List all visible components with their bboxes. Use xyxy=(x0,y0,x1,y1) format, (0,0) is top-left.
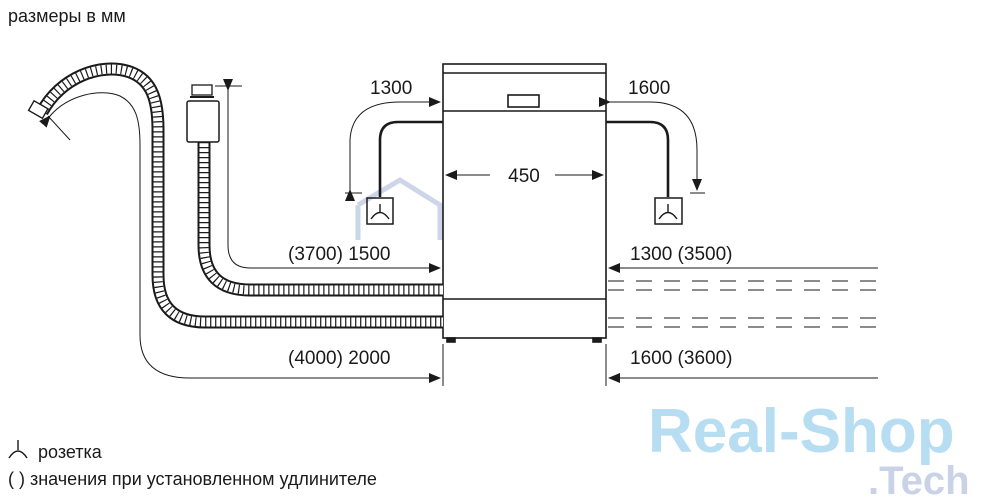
foot xyxy=(446,337,456,343)
dishwasher-front xyxy=(442,63,607,343)
dim-arrow-left-cord xyxy=(345,97,441,201)
dim-left-cord: 1300 xyxy=(370,78,412,99)
aquastop-valve xyxy=(186,100,220,143)
dim-drain-left: (4000) 2000 xyxy=(288,348,390,369)
hose-extension-dashed xyxy=(608,280,878,328)
watermark-text: Real-Shop xyxy=(648,397,955,466)
dim-width: 450 xyxy=(508,166,540,187)
foot xyxy=(592,337,602,343)
legend-extension: ( ) значения при установленном удлинител… xyxy=(8,469,377,489)
dim-inlet-left: (3700) 1500 xyxy=(288,244,390,265)
power-cord-right xyxy=(606,120,683,225)
dim-inlet-right: 1300 (3500) xyxy=(630,244,732,265)
display-panel xyxy=(507,94,540,108)
legend-socket: розетка xyxy=(38,442,102,462)
dim-arrow-inlet-left xyxy=(223,79,441,273)
socket-symbol-icon xyxy=(8,440,28,459)
watermark-text-2: .Tech xyxy=(868,459,970,500)
units-caption: размеры в мм xyxy=(8,6,126,26)
dim-arrow-drain-left xyxy=(39,92,441,383)
dim-right-cord: 1600 xyxy=(628,78,670,99)
watermark: Real-Shop .Tech xyxy=(355,177,970,500)
dim-drain-right: 1600 (3600) xyxy=(630,348,732,369)
power-cord-left xyxy=(366,120,443,225)
socket-right xyxy=(654,197,683,225)
dim-arrow-right-cord xyxy=(599,97,702,191)
